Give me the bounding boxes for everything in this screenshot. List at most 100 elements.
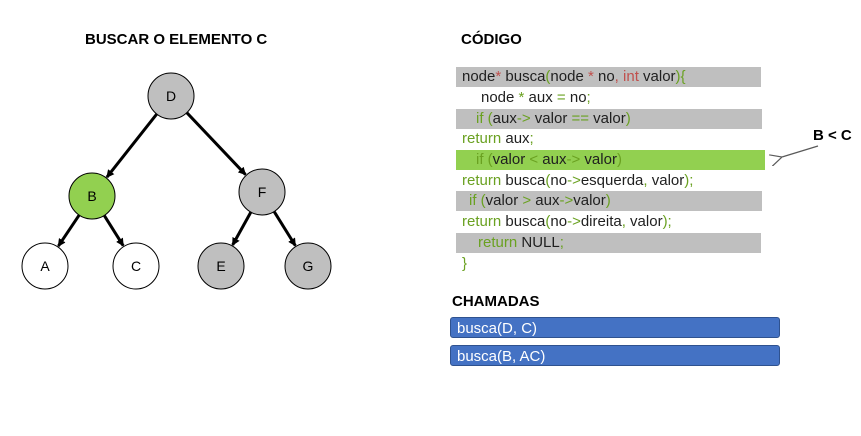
code-line: if (aux-> valor == valor) [456,109,762,129]
node-circle [112,242,160,290]
code-line: return busca(no->direita, valor); [456,212,672,232]
code-token: if [476,110,488,127]
node-circle [284,242,332,290]
tree-title: BUSCAR O ELEMENTO C [85,31,268,48]
code-token: valor [492,151,530,168]
code-token: > [522,192,532,209]
call-stack-item: busca(B, AC) [450,345,780,366]
code-token: int [623,68,639,85]
code-token: valor [651,172,685,189]
code-token: ( [480,192,486,209]
code-line: return busca(no->esquerda, valor); [456,171,693,191]
code-token: node [481,89,519,106]
code-token: no [550,213,568,230]
code-token: < [529,151,539,168]
code-token: valor [630,213,663,230]
edge-d-f [185,111,247,176]
node-label: D [166,88,176,104]
tree-node-d: D [147,72,195,120]
code-token: -> [567,172,581,189]
code-line: } [456,254,467,274]
call-stack-item: busca(D, C) [450,317,780,338]
code-token: -> [567,213,581,230]
code-token: ( [545,213,551,230]
node-circle [238,168,286,216]
tree-node-a: A [21,242,69,290]
code-token: ( [545,68,551,85]
code-token: valor [573,192,606,209]
code-token: return [462,213,502,230]
edge-f-g [272,210,297,247]
code-line-current: if (valor < aux-> valor) [456,150,765,170]
code-token: busca [501,213,546,230]
code-token: no [597,68,615,85]
code-token: ; [529,130,534,147]
code-token: if [476,151,488,168]
node-circle [21,242,69,290]
comparison-annotation: B < C [813,127,852,144]
code-token: valor [534,110,572,127]
code-token: * [495,68,506,85]
code-token: aux [538,151,567,168]
code-token: ; [559,234,564,251]
node-label: G [303,258,314,274]
code-token: node [462,68,496,85]
code-token: ); [662,213,672,230]
node-circle [68,172,116,220]
edge-b-c [102,214,125,247]
code-token: ) [605,192,611,209]
code-token: node [550,68,588,85]
code-token: return [478,234,518,251]
node-label: A [40,258,50,274]
code-token: valor [589,110,626,127]
code-token: -> [566,151,585,168]
code-token: aux [531,192,560,209]
code-title: CÓDIGO [461,31,522,48]
tree-node-f: F [238,168,286,216]
node-label: F [258,184,267,200]
code-token: busca [505,68,546,85]
code-token: == [571,110,590,127]
code-token: aux [524,89,557,106]
code-token: aux [501,130,530,147]
code-token: * [518,89,525,106]
code-token: -> [516,110,535,127]
code-token: return [462,130,502,147]
code-token: return [462,172,502,189]
code-token: no [565,89,587,106]
code-token: , [614,68,624,85]
code-line: node * aux = no; [456,88,591,108]
code-token: ); [684,172,694,189]
code-token: valor [584,151,617,168]
node-label: C [131,258,141,274]
code-token: direita [580,213,622,230]
tree-node-g: G [284,242,332,290]
node-circle [197,242,245,290]
code-token: ) [625,110,631,127]
tree-node-b: B [68,172,116,220]
code-token: aux [492,110,517,127]
code-line: return NULL; [456,233,761,253]
node-label: B [87,188,96,204]
edge-b-a [57,214,81,247]
code-token: ) [616,151,622,168]
code-token: valor [638,68,676,85]
code-token: ){ [675,68,686,85]
code-token: no [550,172,568,189]
code-token: busca [501,172,546,189]
annotation-arrow [782,145,819,157]
code-token: , [643,172,652,189]
node-circle [147,72,195,120]
code-token: ; [586,89,591,106]
calls-title: CHAMADAS [452,293,540,310]
edge-f-e [231,211,253,246]
edge-d-b [105,113,158,179]
code-token: -> [559,192,574,209]
code-token: ( [487,110,493,127]
code-token: ( [487,151,493,168]
code-token: valor [485,192,523,209]
tree-node-c: C [112,242,160,290]
code-token: if [469,192,481,209]
code-token: ( [545,172,551,189]
